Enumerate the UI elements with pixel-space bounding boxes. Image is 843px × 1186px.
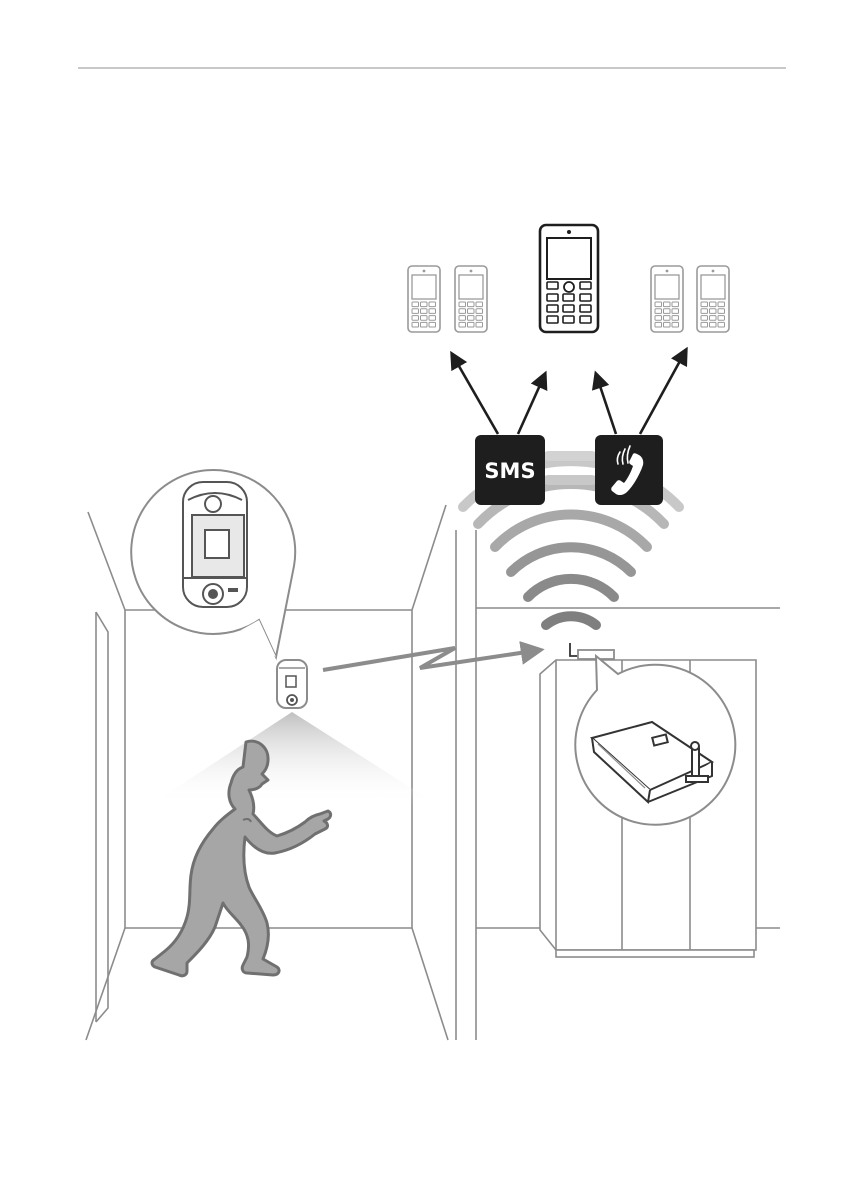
mobile-phone-icon [407,265,441,333]
wall-divider [455,530,477,1040]
wireless-link-arrow [322,640,545,672]
call-badge [595,435,663,505]
base-station-bracket [569,643,615,660]
mobile-phone-icon [454,265,488,333]
sms-label: SMS [484,459,535,483]
ring-waves-icon [616,445,631,465]
base-station-closeup-icon [589,720,715,804]
mobile-phone-main [538,223,600,334]
detector-closeup-icon [182,481,248,608]
intruder-person [150,739,333,978]
sms-badge: SMS [475,435,545,505]
detection-cone [150,712,438,805]
mobile-phone-icon [650,265,684,333]
mobile-phone-icon [696,265,730,333]
notification-arrows [450,346,688,435]
phone-handset-icon [611,453,644,496]
base-station-zoom-bubble [574,653,737,826]
motion-detector-icon [276,659,308,709]
detector-zoom-bubble [130,468,297,661]
mobile-phones-secondary [407,265,730,333]
